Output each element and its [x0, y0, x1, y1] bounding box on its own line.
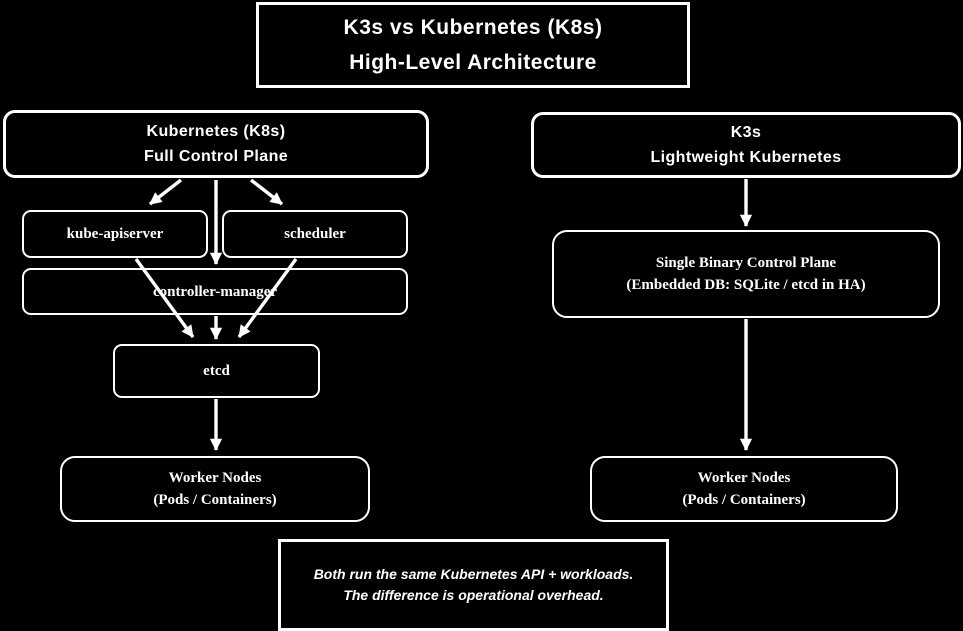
k3s-control-plane-line2: (Embedded DB: SQLite / etcd in HA) — [626, 277, 866, 293]
node-k8s-header: Kubernetes (K8s) Full Control Plane — [3, 110, 429, 178]
note-line2: The difference is operational overhead. — [343, 587, 604, 603]
node-k3s-control-plane: Single Binary Control Plane (Embedded DB… — [552, 230, 940, 318]
k8s-workers-line2: (Pods / Containers) — [153, 492, 277, 508]
k8s-header-line2: Full Control Plane — [143, 148, 289, 165]
node-scheduler: scheduler — [222, 210, 408, 258]
k3s-control-plane-line1: Single Binary Control Plane — [655, 255, 837, 271]
node-k8s-workers: Worker Nodes (Pods / Containers) — [60, 456, 370, 522]
node-etcd: etcd — [113, 344, 320, 398]
node-k3s-header: K3s Lightweight Kubernetes — [531, 112, 961, 178]
note-line1: Both run the same Kubernetes API + workl… — [313, 566, 634, 582]
k3s-header-line1: K3s — [730, 124, 762, 141]
k3s-workers-line2: (Pods / Containers) — [682, 492, 806, 508]
k3s-header-line2: Lightweight Kubernetes — [650, 149, 842, 166]
node-k3s-workers: Worker Nodes (Pods / Containers) — [590, 456, 898, 522]
scheduler-label: scheduler — [284, 226, 346, 242]
node-controller-manager: controller-manager — [22, 268, 408, 315]
k8s-header-line1: Kubernetes (K8s) — [146, 123, 286, 140]
arrow-k8s-to-scheduler — [249, 178, 284, 206]
diagram-title-box: K3s vs Kubernetes (K8s) High-Level Archi… — [256, 2, 690, 88]
k8s-workers-line1: Worker Nodes — [168, 470, 262, 486]
kube-apiserver-label: kube-apiserver — [66, 226, 164, 242]
k3s-workers-line1: Worker Nodes — [697, 470, 791, 486]
controller-manager-label: controller-manager — [152, 283, 278, 300]
etcd-label: etcd — [203, 363, 230, 379]
node-kube-apiserver: kube-apiserver — [22, 210, 208, 258]
note-box: Both run the same Kubernetes API + workl… — [278, 539, 669, 631]
arrow-k8s-to-apiserver — [148, 178, 183, 206]
diagram-title-line2: High-Level Architecture — [349, 51, 597, 74]
diagram-title-line1: K3s vs Kubernetes (K8s) — [343, 16, 603, 39]
